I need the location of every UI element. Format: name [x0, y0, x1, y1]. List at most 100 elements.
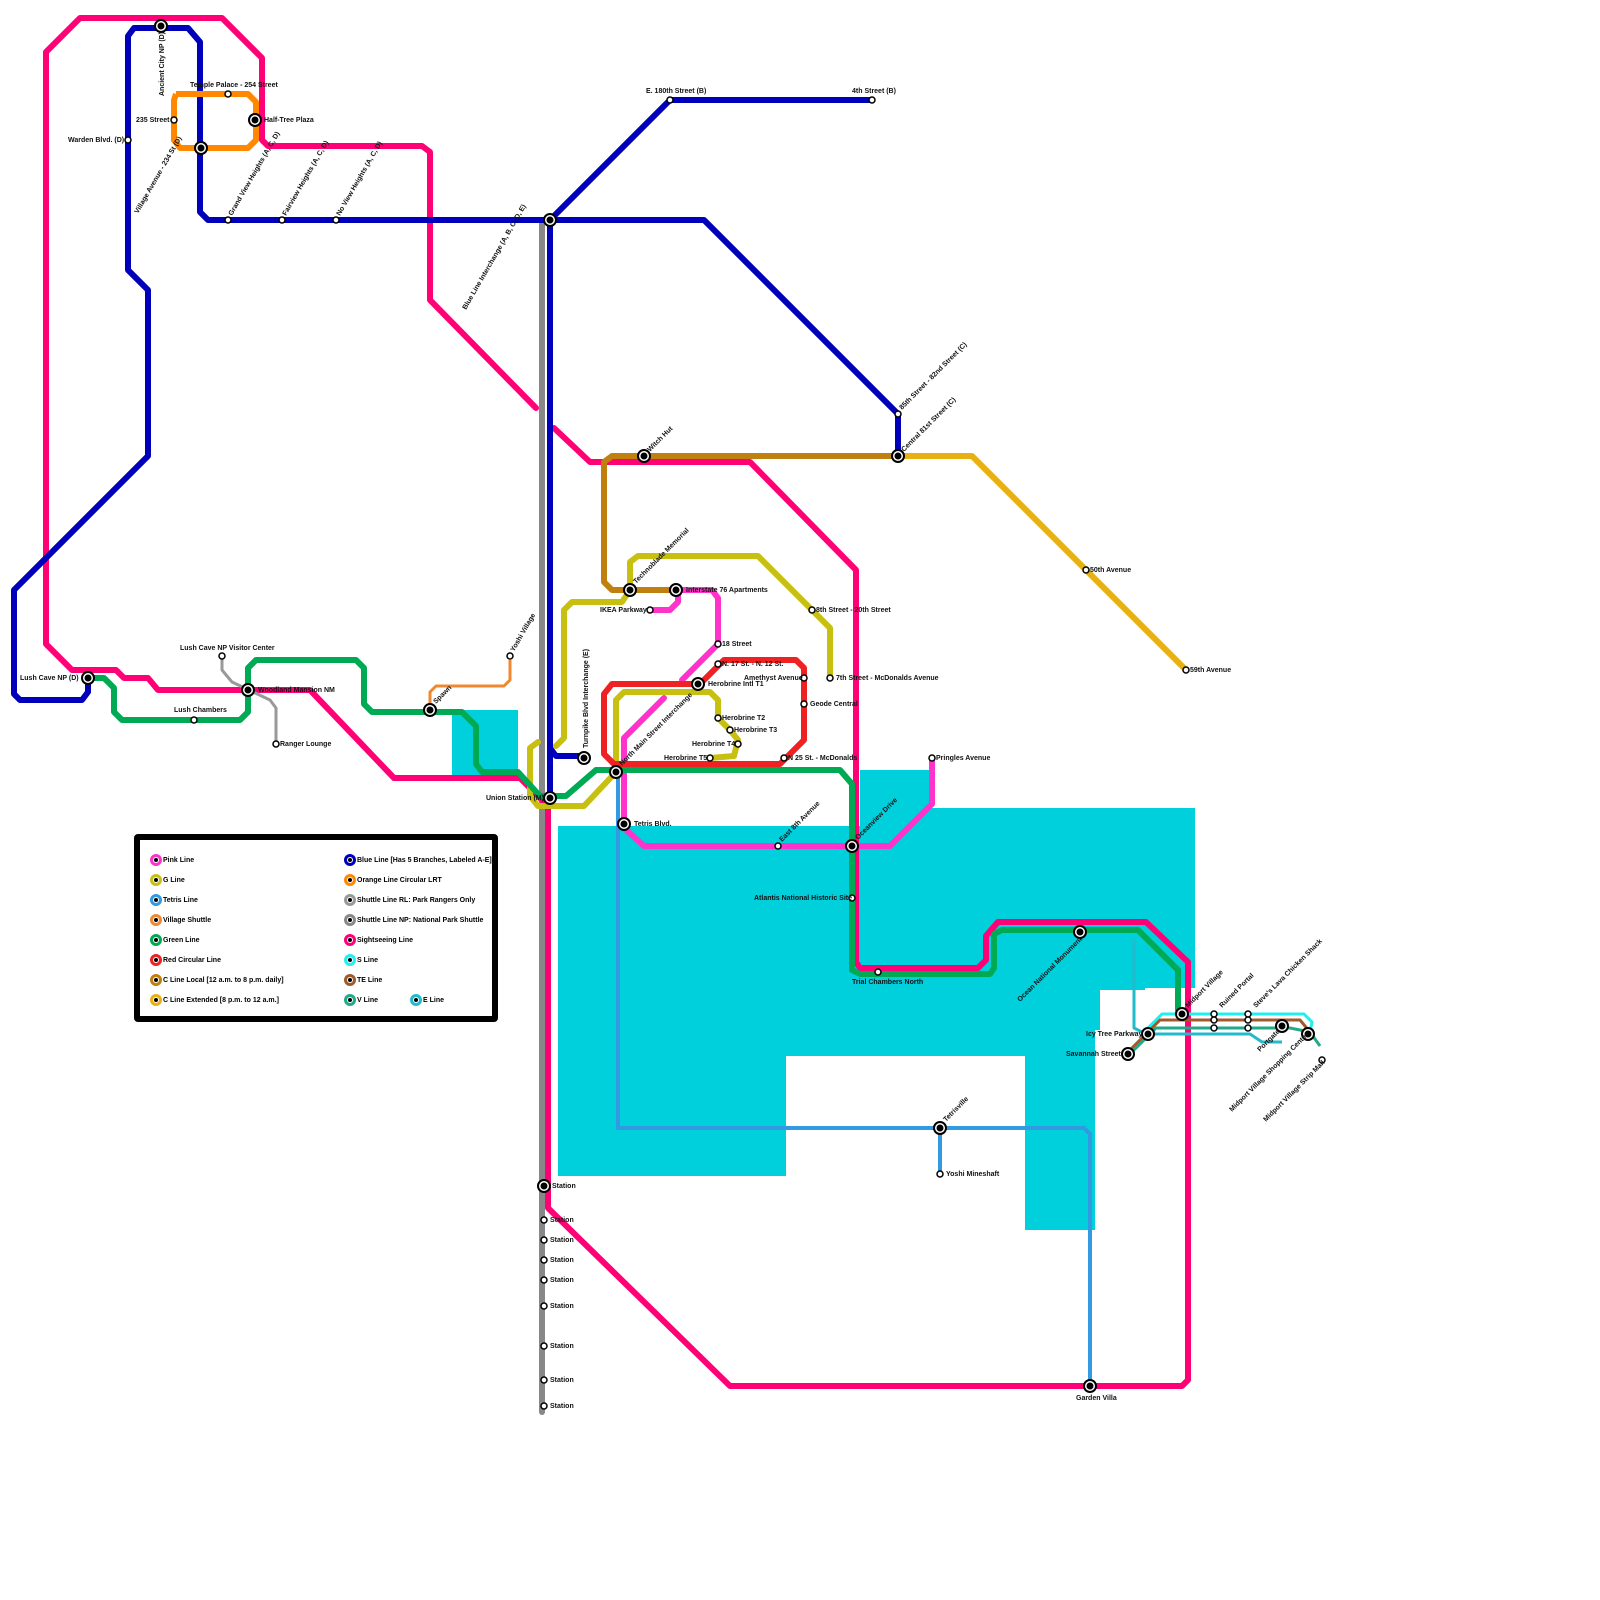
- stop-lush-chambers[interactable]: [190, 716, 198, 724]
- interchange-midport-shopping[interactable]: [1301, 1027, 1315, 1041]
- interchange-blue-line[interactable]: [543, 213, 557, 227]
- stop-50th[interactable]: [1082, 566, 1090, 574]
- stop-warden[interactable]: [124, 136, 132, 144]
- g-route-c: [527, 689, 741, 809]
- label-np-station-6: Station: [550, 1343, 574, 1350]
- stop-ruined-portal-2[interactable]: [1210, 1016, 1218, 1024]
- stop-trial-chambers[interactable]: [874, 968, 882, 976]
- interchange-tetris-blvd[interactable]: [617, 817, 631, 831]
- stop-yoshi-mineshaft[interactable]: [936, 1170, 944, 1178]
- legend-label: Pink Line: [163, 856, 195, 864]
- stop-4th[interactable]: [868, 96, 876, 104]
- stop-herobrine-t5[interactable]: [706, 754, 714, 762]
- label-ikea: IKEA Parkway: [600, 607, 647, 614]
- label-tetris-blvd: Tetris Blvd.: [634, 821, 672, 828]
- interchange-midport-village[interactable]: [1175, 1007, 1189, 1021]
- stop-temple-palace[interactable]: [224, 90, 232, 98]
- stop-no-view[interactable]: [332, 216, 340, 224]
- interchange-woodland[interactable]: [241, 683, 255, 697]
- stop-ranger-lounge[interactable]: [272, 740, 280, 748]
- stop-fairview[interactable]: [278, 216, 286, 224]
- label-np-station-7: Station: [550, 1377, 574, 1384]
- legend-item: Village Shuttle: [150, 914, 211, 926]
- water-body: [452, 710, 518, 780]
- stop-n17[interactable]: [714, 660, 722, 668]
- interchange-interstate[interactable]: [669, 583, 683, 597]
- legend-label: C Line Local [12 a.m. to 8 p.m. daily]: [163, 976, 284, 984]
- stop-lush-visitor[interactable]: [218, 652, 226, 660]
- blue-route-main: [547, 217, 901, 459]
- label-woodland: Woodland Mansion NM: [258, 687, 335, 694]
- stop-85th[interactable]: [894, 410, 902, 418]
- label-np-station-5: Station: [550, 1303, 574, 1310]
- stop-7th[interactable]: [826, 674, 834, 682]
- stop-geode[interactable]: [800, 700, 808, 708]
- interchange-portgate[interactable]: [1275, 1019, 1289, 1033]
- stop-herobrine-t2[interactable]: [714, 714, 722, 722]
- blue-line: [11, 25, 901, 801]
- stop-midport-strip[interactable]: [1318, 1056, 1326, 1064]
- stop-np-station-4[interactable]: [540, 1276, 548, 1284]
- stop-ruined-portal[interactable]: [1210, 1010, 1218, 1018]
- stop-8th[interactable]: [808, 606, 816, 614]
- stop-steves-3[interactable]: [1244, 1024, 1252, 1032]
- interchange-techno[interactable]: [623, 583, 637, 597]
- stop-steves[interactable]: [1244, 1010, 1252, 1018]
- stop-east8[interactable]: [774, 842, 782, 850]
- stop-235[interactable]: [170, 116, 178, 124]
- stop-ikea[interactable]: [646, 606, 654, 614]
- interchange-half-tree[interactable]: [248, 113, 262, 127]
- stop-np-station-6[interactable]: [540, 1342, 548, 1350]
- interchange-herobrine-t1[interactable]: [691, 677, 705, 691]
- stop-amethyst[interactable]: [800, 674, 808, 682]
- interchange-garden-villa[interactable]: [1083, 1379, 1097, 1393]
- stop-18[interactable]: [714, 640, 722, 648]
- stop-np-station-2[interactable]: [540, 1236, 548, 1244]
- stop-e180[interactable]: [666, 96, 674, 104]
- label-temple-palace: Temple Palace - 254 Street: [190, 82, 278, 89]
- label-interstate: Interstate 76 Apartments: [686, 587, 768, 594]
- interchange-turnpike[interactable]: [577, 751, 591, 765]
- land-cutout: [790, 1056, 1020, 1176]
- stop-ruined-portal-3[interactable]: [1210, 1024, 1218, 1032]
- interchange-spawn[interactable]: [423, 703, 437, 717]
- interchange-tetrisville[interactable]: [933, 1121, 947, 1135]
- interchange-icy-tree[interactable]: [1141, 1027, 1155, 1041]
- stop-np-station-8[interactable]: [540, 1402, 548, 1410]
- c-extended-route: [898, 453, 1189, 673]
- interchange-village-ave[interactable]: [194, 141, 208, 155]
- interchange-north-main[interactable]: [609, 765, 623, 779]
- label-n17: N. 17 St. - N. 12 St.: [722, 661, 784, 668]
- stop-pringles[interactable]: [928, 754, 936, 762]
- legend-item: Red Circular Line: [150, 954, 221, 966]
- stop-herobrine-t4[interactable]: [734, 740, 742, 748]
- stop-59th[interactable]: [1182, 666, 1190, 674]
- stop-herobrine-t3[interactable]: [726, 726, 734, 734]
- stop-atlantis[interactable]: [848, 894, 856, 902]
- stop-np-station-7[interactable]: [540, 1376, 548, 1384]
- interchange-ocean-monument[interactable]: [1073, 925, 1087, 939]
- legend-swatch-icon: [344, 934, 356, 946]
- stop-n25[interactable]: [780, 754, 788, 762]
- interchange-union[interactable]: [543, 791, 557, 805]
- legend-swatch-icon: [344, 854, 356, 866]
- interchange-oceanview[interactable]: [845, 839, 859, 853]
- legend-swatch-icon: [344, 874, 356, 886]
- interchange-np-station[interactable]: [537, 1179, 551, 1193]
- interchange-witch-hut[interactable]: [637, 449, 651, 463]
- interchange-savannah[interactable]: [1121, 1047, 1135, 1061]
- stop-yoshi-village[interactable]: [506, 652, 514, 660]
- label-np-station-8: Station: [550, 1403, 574, 1410]
- interchange-ancient-city[interactable]: [154, 19, 168, 33]
- interchange-lush-cave[interactable]: [81, 671, 95, 685]
- stop-grand-view[interactable]: [224, 216, 232, 224]
- interchange-central81[interactable]: [891, 449, 905, 463]
- sightseeing-route: [43, 15, 1191, 1389]
- stop-np-station-5[interactable]: [540, 1302, 548, 1310]
- stop-steves-2[interactable]: [1244, 1016, 1252, 1024]
- label-lush-chambers: Lush Chambers: [174, 707, 227, 714]
- legend-swatch-icon: [344, 954, 356, 966]
- stop-np-station-3[interactable]: [540, 1256, 548, 1264]
- legend-swatch-icon: [150, 954, 162, 966]
- stop-np-station-1[interactable]: [540, 1216, 548, 1224]
